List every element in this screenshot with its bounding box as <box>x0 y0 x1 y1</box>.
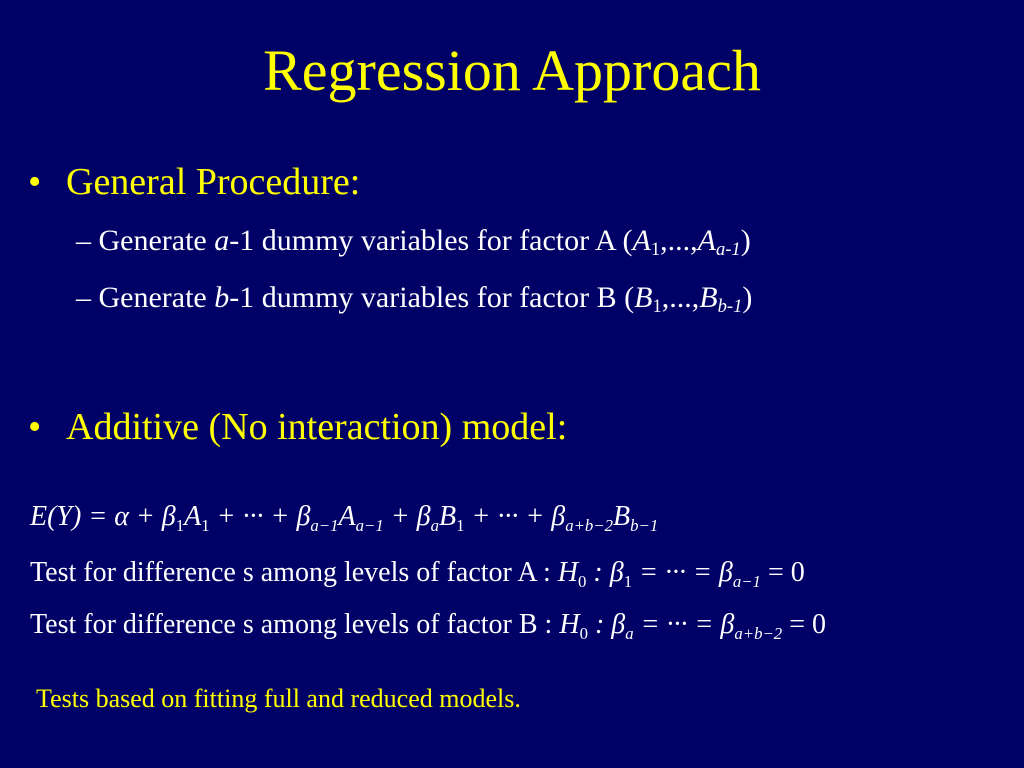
test-sub: a+b−2 <box>734 624 782 643</box>
test-end: = 0 <box>782 609 826 640</box>
bullet-marker: • <box>28 406 42 448</box>
model-equation: E(Y) = α + β1A1 + ··· + βa−1Aa−1 + βaB1 … <box>30 500 658 534</box>
test-text: Test for difference s among levels of fa… <box>30 609 560 640</box>
eq-var: B <box>613 501 631 532</box>
eq-sub: b−1 <box>630 516 658 535</box>
test-text: Test for difference s among levels of fa… <box>30 557 558 588</box>
sub-middle: -1 dummy variables for factor B ( <box>229 281 635 314</box>
eq-sub: 1 <box>456 515 465 535</box>
sub-first-sub: 1 <box>650 239 661 261</box>
bullet-additive-model: • Additive (No interaction) model: <box>28 405 567 451</box>
test-mid: = ··· = β <box>633 609 735 640</box>
bullet-text: Additive (No interaction) model: <box>66 406 568 448</box>
subitem-factor-b: – Generate b-1 dummy variables for facto… <box>76 280 752 316</box>
test-factor-a: Test for difference s among levels of fa… <box>30 556 805 590</box>
sub-close: ) <box>740 224 751 257</box>
eq-sub-text: b−1 <box>630 515 659 535</box>
test-sub: a <box>625 624 633 643</box>
sub-first: A <box>632 224 651 257</box>
eq-var: A <box>338 501 356 532</box>
eq-part: + β <box>383 501 431 532</box>
eq-sub: 1 <box>201 515 210 535</box>
eq-sub-text: a−1 <box>310 515 339 535</box>
eq-sub: a <box>431 516 439 535</box>
test-h-sub: 0 <box>578 571 587 591</box>
eq-sub: a−1 <box>310 516 338 535</box>
test-sub: a−1 <box>733 572 761 591</box>
test-h-sub: 0 <box>579 623 588 643</box>
sub-last: A <box>697 224 716 257</box>
test-sub-text: a+b−2 <box>734 623 783 643</box>
test-end: = 0 <box>760 557 805 588</box>
eq-sub: a−1 <box>356 516 384 535</box>
eq-var: A <box>184 501 202 532</box>
sub-first: B <box>634 281 653 314</box>
eq-lhs: E(Y) = α + β <box>30 501 176 532</box>
eq-sub-text: a <box>430 515 439 535</box>
test-factor-b: Test for difference s among levels of fa… <box>30 608 826 642</box>
eq-var: B <box>438 501 457 532</box>
test-colon: : β <box>587 609 626 640</box>
sub-middle: -1 dummy variables for factor A ( <box>229 224 633 257</box>
sub-prefix: Generate <box>98 224 215 257</box>
sub-sep: ,..., <box>660 224 698 257</box>
test-sub-text: a <box>625 623 634 643</box>
eq-sub: 1 <box>175 515 185 535</box>
sub-last-sub-text: a-1 <box>715 239 741 261</box>
slide-title: Regression Approach <box>263 38 761 103</box>
sub-first-sub: 1 <box>652 296 662 318</box>
sub-last-sub: b-1 <box>718 296 743 317</box>
test-h: H <box>557 557 579 588</box>
test-mid: = ··· = β <box>632 557 733 588</box>
eq-part: + ··· + β <box>464 501 566 532</box>
sub-last-sub: a-1 <box>716 239 741 260</box>
sub-dash: – <box>76 281 91 314</box>
sub-var: a <box>214 224 230 257</box>
test-sub: 1 <box>623 571 633 591</box>
sub-var: b <box>214 281 230 314</box>
eq-sub-text: a+b−2 <box>565 515 614 535</box>
eq-sub: a+b−2 <box>565 516 613 535</box>
eq-part: + ··· + β <box>209 501 311 532</box>
bullet-text: General Procedure: <box>66 161 361 203</box>
sub-dash: – <box>76 224 91 257</box>
bullet-general-procedure: • General Procedure: <box>28 160 360 206</box>
footnote: Tests based on fitting full and reduced … <box>36 684 521 713</box>
sub-close: ) <box>742 281 753 314</box>
eq-sub-text: a−1 <box>355 515 384 535</box>
sub-sep: ,..., <box>661 281 700 314</box>
test-colon: : β <box>586 557 624 588</box>
test-h: H <box>559 609 580 640</box>
sub-last: B <box>699 281 718 314</box>
test-sub-text: a−1 <box>732 571 761 591</box>
sub-last-sub-text: b-1 <box>717 296 743 318</box>
subitem-factor-a: – Generate a-1 dummy variables for facto… <box>76 223 751 259</box>
bullet-marker: • <box>28 161 42 203</box>
sub-prefix: Generate <box>98 281 215 314</box>
